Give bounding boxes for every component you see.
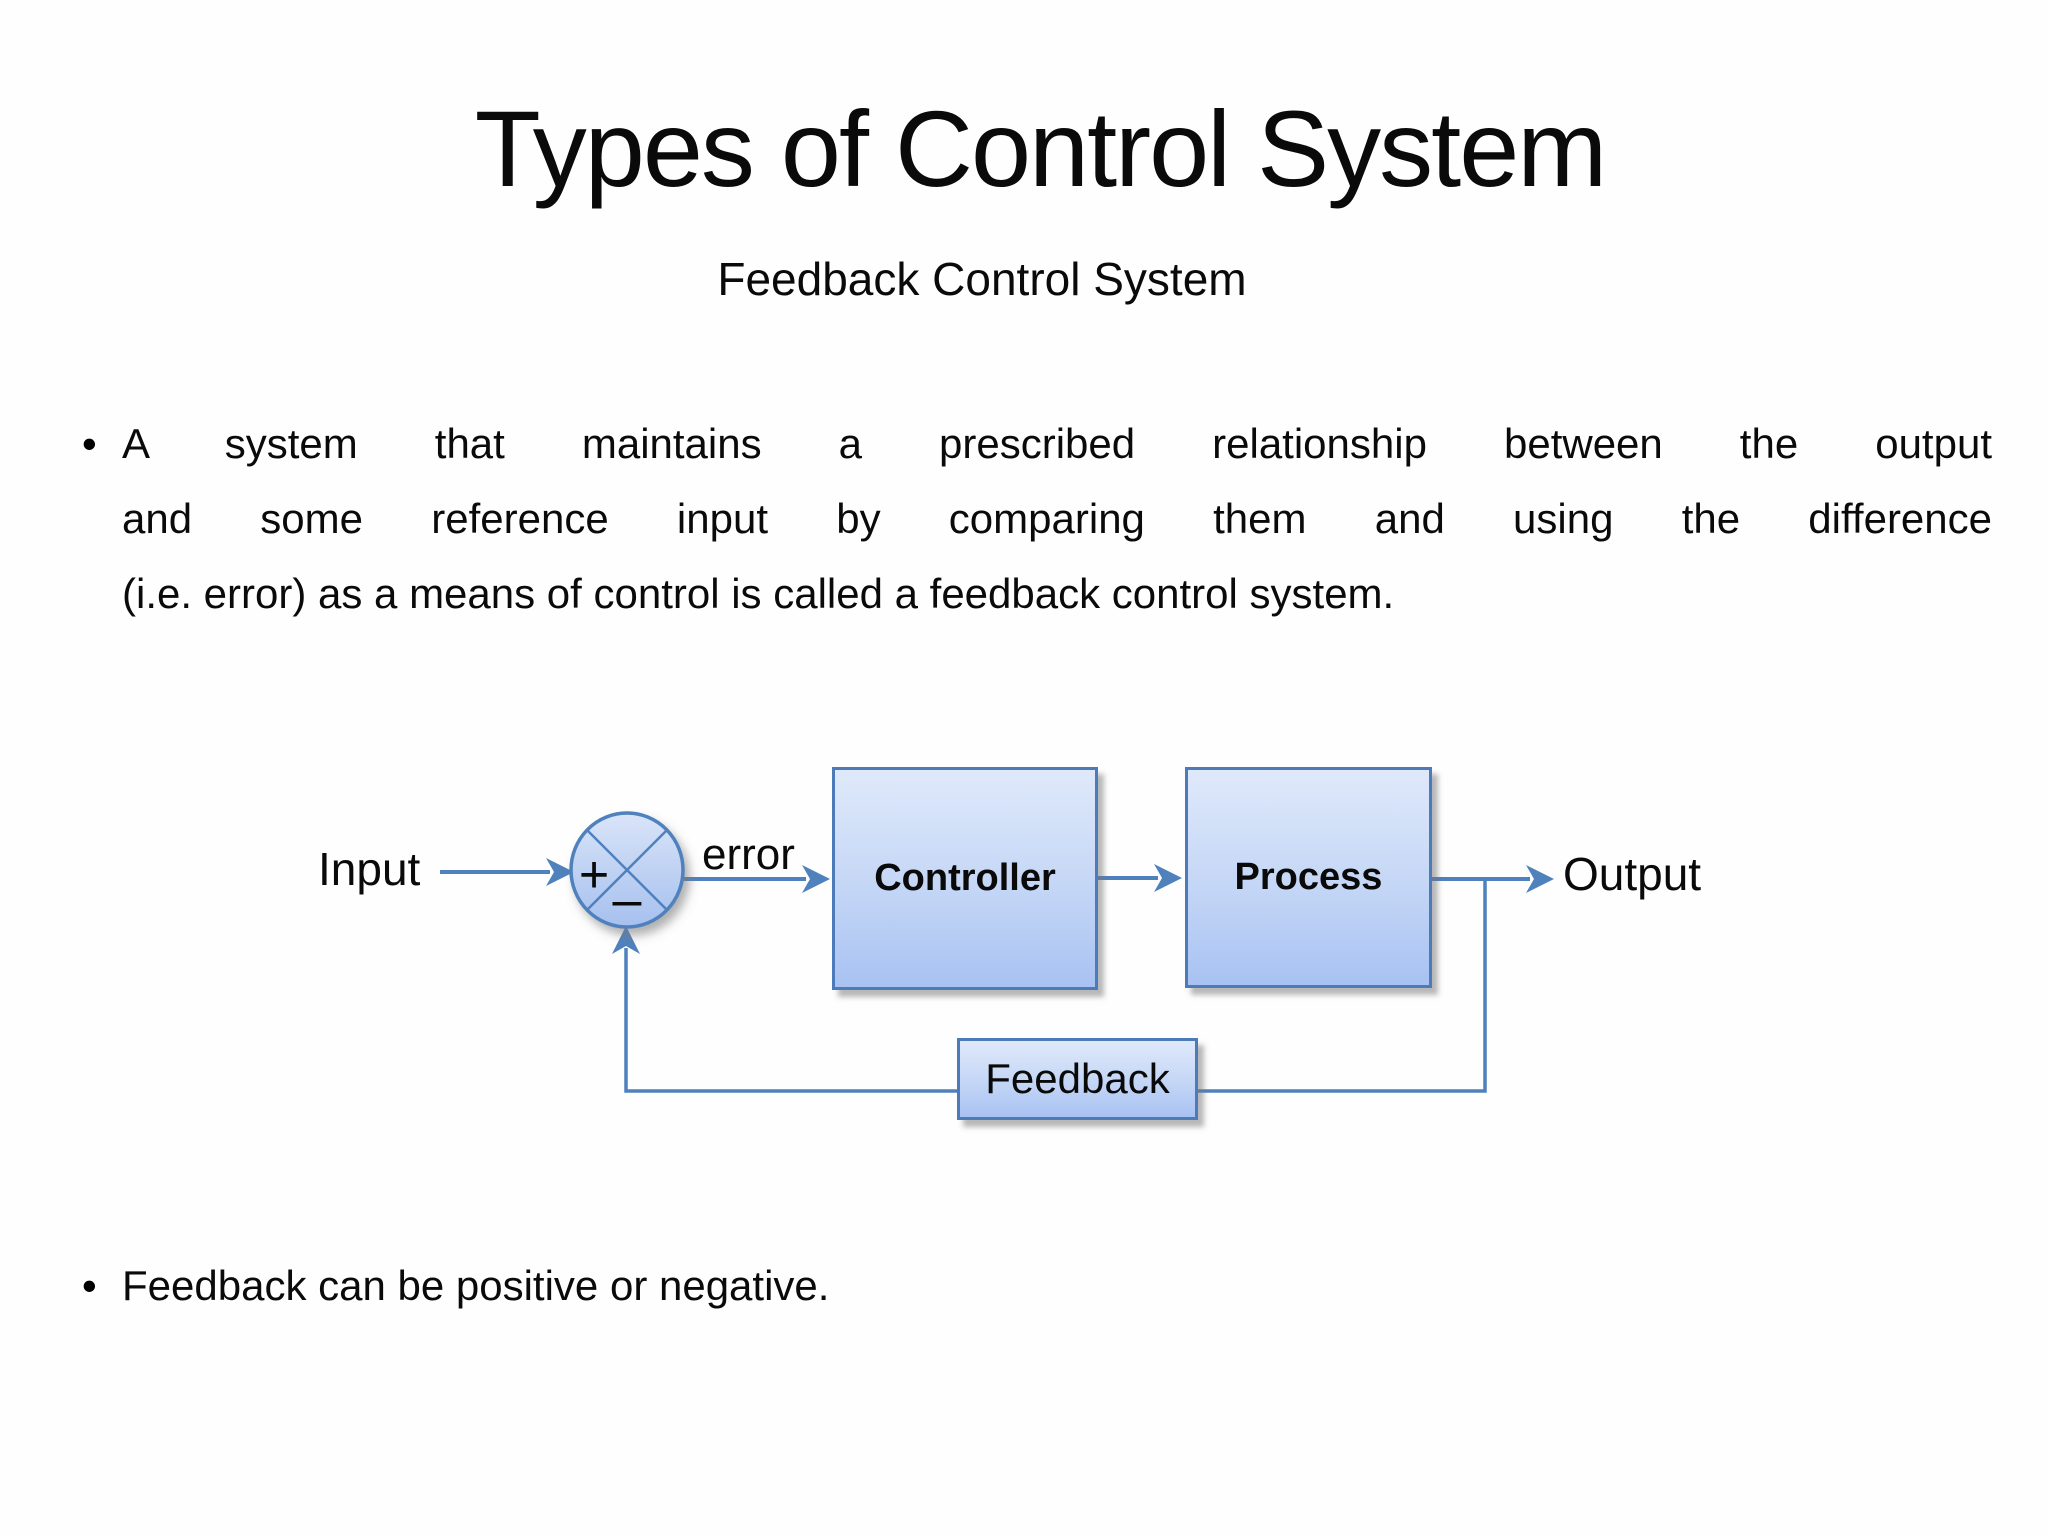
feedback-wire-right	[1198, 879, 1487, 1093]
junction-cross-line	[586, 829, 668, 911]
feedback-block-label: Feedback	[985, 1055, 1170, 1102]
feedback-note-text: Feedback can be positive or negative.	[122, 1262, 830, 1309]
bullet-icon: •	[82, 1262, 97, 1309]
process-block-label: Process	[1234, 856, 1383, 898]
process-block: Process	[1185, 767, 1432, 988]
definition-line-2: and some reference input by comparing th…	[122, 495, 1992, 542]
controller-block-label: Controller	[874, 857, 1056, 899]
output-label: Output	[1563, 848, 1702, 900]
feedback-wire-left	[612, 926, 957, 1093]
slide-subtitle: Feedback Control System	[717, 253, 1247, 305]
controller-block: Controller	[832, 767, 1098, 990]
junction-minus-sign: –	[613, 871, 642, 929]
definition-line-3: (i.e. error) as a means of control is ca…	[122, 570, 1395, 617]
slide-title: Types of Control System	[474, 88, 1607, 209]
input-arrow	[440, 858, 574, 886]
definition-line-1: A system that maintains a prescribed rel…	[122, 420, 1992, 467]
bullet-item-feedback-note: • Feedback can be positive or negative.	[82, 1248, 1992, 1323]
bullet-item-definition: • A system that maintains a prescribed r…	[82, 406, 1992, 631]
summing-junction: + –	[569, 811, 685, 929]
bullet-icon: •	[82, 420, 97, 467]
error-label: error	[702, 830, 795, 879]
output-arrow	[1432, 865, 1554, 893]
input-label: Input	[318, 843, 421, 895]
error-arrow	[684, 865, 830, 893]
feedback-block: Feedback	[957, 1038, 1198, 1120]
junction-plus-sign: +	[579, 846, 609, 904]
controller-to-process-arrow	[1098, 864, 1182, 892]
